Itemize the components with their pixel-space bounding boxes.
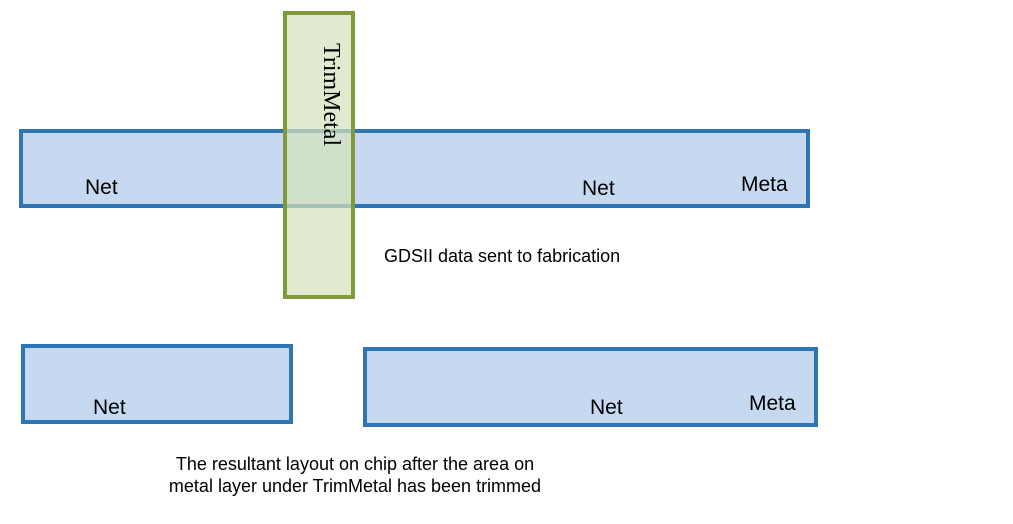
trim-metal-label: TrimMetal [318,43,344,147]
bottom-metal-label: Meta [749,392,796,415]
bottom-net-left-label: Net [93,396,126,419]
top-metal-label: Meta [741,173,788,196]
top-net-right-label: Net [582,177,615,200]
top-caption: GDSII data sent to fabrication [384,246,621,266]
bottom-caption-line2: metal layer under TrimMetal has been tri… [168,476,542,496]
bottom-caption-line1: The resultant layout on chip after the a… [175,454,535,474]
bottom-metal-right [363,347,818,427]
top-metal-line [19,129,810,208]
bottom-metal-left [21,344,293,424]
top-net-left-label: Net [85,176,118,199]
bottom-net-right-label: Net [590,396,623,419]
trim-metal-shape [283,11,355,299]
bottom-caption: The resultant layout on chip after the a… [140,453,570,497]
